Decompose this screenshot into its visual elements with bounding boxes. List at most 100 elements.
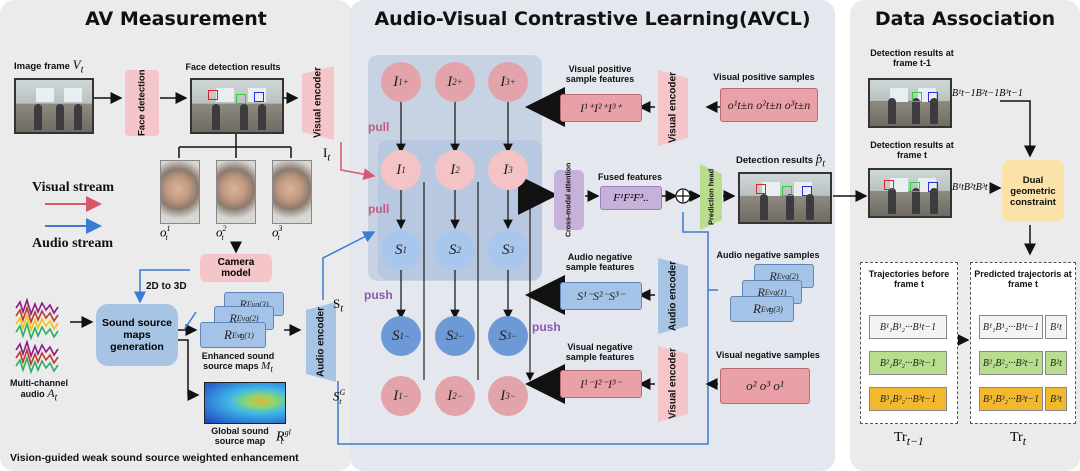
traj-before-row-1: B¹₁B¹₂···B¹t−1 <box>869 315 947 339</box>
image-frame-label: Image frame Vt <box>14 57 84 75</box>
det-curr-symbol: B¹tB²tB³t <box>952 182 988 193</box>
pull-label-top: pull <box>368 120 390 134</box>
face-crop-1 <box>160 160 200 224</box>
vis-pos-samples-box: o¹t±n o²t±n o³t±n <box>720 88 818 122</box>
fused-features-label: Fused features <box>598 172 663 182</box>
audio-neg-feat-label: Audio negative sample features <box>565 252 635 272</box>
face-crop-2-label: o2t <box>216 224 227 242</box>
vis-neg-samples-label: Visual negative samples <box>716 350 820 360</box>
person <box>912 188 920 214</box>
det-curr-label: Detection results at frame t <box>870 140 954 160</box>
face-crop-2 <box>216 160 256 224</box>
multi-channel-audio-label: Multi-channel audio At <box>10 378 68 404</box>
bbox-green <box>236 94 246 104</box>
audio-encoder-mid: Audio encoder <box>667 261 679 332</box>
person <box>760 194 768 220</box>
face-detection-photo <box>190 78 284 134</box>
person <box>930 98 938 124</box>
vis-neg-feat-box: I¹⁻I²⁻I³⁻ <box>560 370 642 398</box>
push-label-right: push <box>532 320 561 334</box>
bbox-red <box>884 180 894 190</box>
window <box>216 88 234 102</box>
window <box>248 88 266 102</box>
person <box>258 104 266 130</box>
bbox-blue <box>928 182 938 192</box>
it-sub: t <box>327 151 331 164</box>
trajectories-pred-box: Predicted trajectoris at frame t B¹₁B¹₂·… <box>970 262 1076 424</box>
data-association-title: Data Association <box>874 8 1056 30</box>
audio-neg-feat-box: S¹⁻S²⁻S³⁻ <box>560 282 642 310</box>
person <box>34 104 42 130</box>
fused-features-box: F¹F²F³.. <box>600 186 662 210</box>
bbox-green <box>782 186 792 196</box>
bbox-green <box>912 92 922 102</box>
traj-new-row-1: B¹t <box>1045 315 1067 339</box>
det-prev-symbol: B¹t−1B²t−1B³t−1 <box>952 88 1023 99</box>
det-prev-photo <box>868 78 952 128</box>
visual-encoder-neg-shape <box>658 346 688 422</box>
bbox-green <box>910 182 920 192</box>
avcl-title: Audio-Visual Contrastive Learning(AVCL) <box>374 8 811 30</box>
multi-channel-audio-waves <box>15 298 59 374</box>
caption: Vision-guided weak sound source weighted… <box>10 452 299 464</box>
tr-prev-label: Trt−1 <box>894 430 924 448</box>
person <box>212 104 220 130</box>
trajectories-before-box: Trajectories before frame t B¹₁B¹₂···B¹t… <box>860 262 958 424</box>
visual-encoder-pos-shape <box>658 70 688 146</box>
face-crop-3-label: o3t <box>272 224 283 242</box>
2d-to-3d-label: 2D to 3D <box>146 281 187 292</box>
tr-curr-label: Trt <box>1010 430 1026 448</box>
dual-geometric-constraint-box: Dual geometric constraint <box>1002 160 1064 222</box>
image-frame-symbol: Vt <box>73 57 84 75</box>
av-measurement-title: AV Measurement <box>85 8 267 30</box>
traj-pred-row-1: B¹₁B¹₂···B¹t−1 <box>979 315 1043 339</box>
global-sound-map-image <box>204 382 286 424</box>
at-symbol: At <box>47 386 58 404</box>
enhanced-maps-label: Enhanced sound source maps Mt <box>201 351 275 375</box>
cross-modal-attention: Cross-modal attention <box>565 162 573 238</box>
bbox-red <box>756 184 766 194</box>
camera-model-box: Camera model <box>200 254 272 282</box>
visual-encoder-neg: Visual encoder <box>667 348 679 420</box>
detection-results-label: Detection results p̂t <box>736 151 826 170</box>
prediction-head-shape <box>700 164 722 230</box>
person <box>786 194 794 220</box>
image-frame-photo <box>14 78 94 134</box>
bbox-blue <box>254 92 264 102</box>
image-frame-text: Image frame <box>14 61 70 72</box>
vis-neg-samples-box: o² o³ o¹ <box>720 368 810 404</box>
push-label-left: push <box>364 288 393 302</box>
bbox-red <box>208 90 218 100</box>
window <box>64 88 82 102</box>
person <box>912 98 920 124</box>
mt-symbol: Mt <box>261 360 273 375</box>
traj-before-row-3: B³₁B³₂···B³t−1 <box>869 387 947 411</box>
audio-encoder-left-shape <box>306 302 336 382</box>
face-crop-3 <box>272 160 312 224</box>
sound-source-maps-box: Sound source maps generation <box>96 304 178 366</box>
window <box>794 182 812 196</box>
det-curr-photo <box>868 168 952 218</box>
pt-symbol: p̂t <box>815 151 826 170</box>
visual-encoder-pos: Visual encoder <box>667 72 679 144</box>
person <box>56 104 64 130</box>
person <box>930 188 938 214</box>
visual-stream-label: Visual stream <box>32 180 115 195</box>
vis-neg-feat-label: Visual negative sample features <box>565 342 635 362</box>
face-crop-1-label: o1t <box>160 224 171 242</box>
traj-new-row-3: B³t <box>1045 387 1067 411</box>
window <box>762 182 780 196</box>
traj-pred-label: Predicted trajectoris at frame t <box>974 269 1072 289</box>
traj-before-label: Trajectories before frame t <box>868 269 950 289</box>
